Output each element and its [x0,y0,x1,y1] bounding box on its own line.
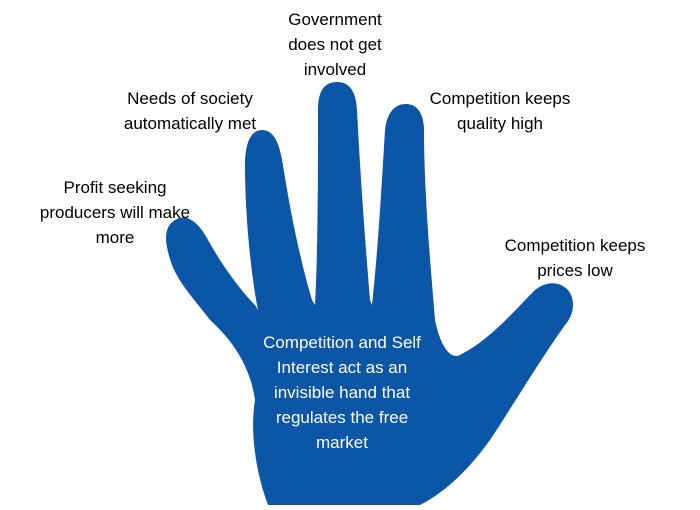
quality-label: Competition keeps quality high [405,86,595,136]
government-label-line-1: Government [255,7,415,32]
profit-label: Profit seeking producers will make more [20,175,210,250]
society-label-line-2: automatically met [95,111,285,136]
prices-label-line-2: prices low [480,258,670,283]
profit-label-line-1: Profit seeking [20,175,210,200]
palm-text-line-1: Competition and Self [232,330,452,355]
palm-text-line-2: Interest act as an [232,355,452,380]
quality-label-line-2: quality high [405,111,595,136]
palm-text-line-5: market [232,430,452,455]
government-label-line-3: involved [255,57,415,82]
prices-label: Competition keeps prices low [480,233,670,283]
quality-label-line-1: Competition keeps [405,86,595,111]
palm-text-line-3: invisible hand that [232,380,452,405]
society-needs-label: Needs of society automatically met [95,86,285,136]
profit-label-line-3: more [20,225,210,250]
society-label-line-1: Needs of society [95,86,285,111]
prices-label-line-1: Competition keeps [480,233,670,258]
government-label-line-2: does not get [255,32,415,57]
palm-text: Competition and Self Interest act as an … [232,330,452,455]
profit-label-line-2: producers will make [20,200,210,225]
palm-text-line-4: regulates the free [232,405,452,430]
government-label: Government does not get involved [255,7,415,82]
